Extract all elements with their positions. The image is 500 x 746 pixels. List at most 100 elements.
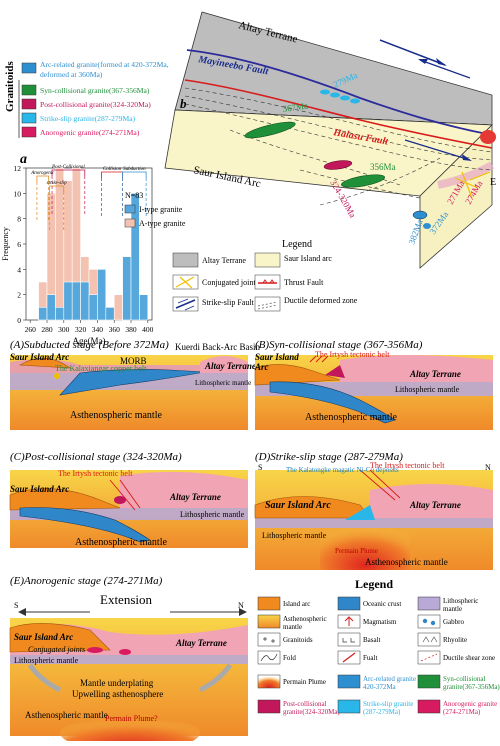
hist-ylabel: Frequency — [1, 227, 10, 261]
a-litho-label: Lithospheric mantle — [195, 379, 251, 387]
hist-ytick-4: 4 — [17, 265, 21, 274]
hist-bar-i-type-310 — [71, 281, 81, 321]
bottom-legend-label-4: Magmatism — [363, 618, 397, 626]
stage-a-title: (A)Subducted stage (Before 372Ma) — [10, 339, 169, 351]
e-underplating-label: Mantle underplating — [80, 678, 154, 688]
hist-legend-label-0: I-type granite — [139, 205, 183, 214]
hist-xtick-360: 360 — [109, 325, 121, 334]
b-litho-label: Lithospheric mantle — [395, 385, 460, 394]
hist-bar-i-type-320 — [80, 281, 90, 321]
granitoids-legend: Granitoids Arc-related granite(formed at… — [4, 60, 169, 138]
bottom-legend-label-12: Permain Plume — [283, 678, 326, 686]
hist-n-label: N=83 — [125, 191, 143, 200]
d-plume-label: Permain Plume — [335, 547, 378, 555]
e-saur-label: Saur Island Arc — [14, 632, 73, 642]
bottom-legend-swatch-3 — [257, 614, 281, 629]
d-asth-label: Asthenospheric mantle — [365, 557, 448, 567]
b-saur-label: Saur Island — [255, 352, 299, 362]
stage-bracket-label-4: Subduction — [123, 167, 146, 172]
legend-ductile: Ductile deformed zone — [284, 296, 358, 305]
bottom-legend-label-11: Ductile shear zone — [443, 654, 495, 662]
bottom-legend-swatch-15 — [257, 699, 281, 714]
age-label-367: 367Ma — [282, 101, 309, 114]
bottom-legend-swatch-14 — [417, 674, 441, 689]
b-irtysh-label: The Irtysh tectonic belt — [315, 350, 390, 359]
e-asth-label: Asthenospheric mantle — [25, 710, 108, 720]
hist-xlabel: Age(Ma) — [73, 336, 106, 346]
hist-bar-i-type-280 — [46, 294, 56, 321]
b-altay-label: Altay Terrane — [409, 369, 461, 379]
arc-related-granite-body — [412, 210, 428, 220]
stage-bracket-label-1: Post-Collisional — [51, 165, 85, 170]
thrust-fault-line — [184, 79, 493, 149]
hist-xtick-280: 280 — [41, 325, 53, 334]
hist-ytick-8: 8 — [17, 215, 21, 224]
bottom-legend-swatch-13 — [337, 674, 361, 689]
stage-b: (B)Syn-collisional stage (367-356Ma) Sau… — [254, 339, 493, 430]
e-altay-label: Altay Terrane — [175, 638, 227, 648]
d-s-label: S — [258, 463, 262, 472]
legend-thrust: Thrust Fault — [284, 278, 324, 287]
granitoid-label-2: Post-collisional granite(324-320Ma) — [40, 100, 151, 109]
d-irtysh-label: The Irtysh tectonic belt — [370, 461, 445, 470]
b-asth-label: Asthenospheric mantle — [305, 412, 397, 423]
stage-bracket-label-2: strike-slip — [47, 181, 67, 186]
stage-d-title: (D)Strike-slip stage (287-279Ma) — [255, 451, 403, 463]
bottom-legend-label-0: Island arc — [283, 600, 310, 608]
granitoid-swatch-0 — [21, 62, 37, 74]
granitoid-label-1: Syn-collisional granite(367-356Ma) — [40, 86, 150, 95]
panel-b-block: Altay Terrane Mayineebo Fault Halasu Fau… — [164, 11, 496, 269]
anorogenic-granite-body — [480, 130, 496, 144]
a-altay-label: Altay Terrane — [204, 361, 256, 371]
legend-joints: Conjugated joints — [202, 278, 259, 287]
granitoid-swatch-4 — [21, 126, 37, 138]
stage-c-title: (C)Post-collisional stage (324-320Ma) — [10, 451, 182, 463]
bottom-legend-swatch-2 — [417, 596, 441, 611]
syn-collisional-granite-body — [244, 121, 296, 139]
granitoids-title: Granitoids — [4, 61, 16, 112]
hist-xtick-300: 300 — [58, 325, 70, 334]
hist-xtick-400: 400 — [142, 325, 154, 334]
hist-bar-i-type-290 — [55, 307, 65, 321]
stage-e-title: (E)Anorogenic stage (274-271Ma) — [10, 575, 163, 587]
granitoid-label-0: Arc-related granite(formed at 420-372Ma,… — [40, 60, 169, 79]
e-label: E — [490, 177, 496, 188]
hist-bar-a-type-290 — [55, 167, 65, 321]
granitoid-swatch-3 — [21, 112, 37, 124]
bottom-legend-swatch-5 — [417, 614, 441, 629]
bottom-legend-swatch-16 — [337, 699, 361, 714]
bottom-legend-swatch-0 — [257, 596, 281, 611]
legend-saur: Saur Island arc — [284, 254, 332, 263]
stage-d: (D)Strike-slip stage (287-279Ma) S N The… — [254, 451, 493, 570]
c-saur-label: Saur Island Arc — [10, 484, 69, 494]
e-joints-label: Conjugated joints — [28, 645, 85, 654]
hist-ytick-2: 2 — [17, 291, 21, 300]
hist-ytick-10: 10 — [14, 189, 22, 198]
d-altay-label: Altay Terrane — [409, 500, 461, 510]
d-saur-label: Saur Island Arc — [265, 500, 331, 511]
hist-bar-i-type-300 — [63, 281, 73, 321]
stage-bracket-label-0: Anorogenic — [30, 171, 55, 176]
hist-bar-i-type-380 — [130, 193, 140, 321]
stage-b-title: (B)Syn-collisional stage (367-356Ma) — [255, 339, 423, 351]
mayineebo-fault-line — [186, 49, 493, 136]
bottom-legend-label-9: Fold — [283, 654, 296, 662]
hist-legend-swatch-0 — [124, 204, 136, 214]
bottom-legend-label-7: Basalt — [363, 636, 381, 644]
bottom-legend-swatch-1 — [337, 596, 361, 611]
hist-xtick-340: 340 — [92, 325, 104, 334]
hist-legend-swatch-1 — [124, 218, 136, 228]
e-s-label: S — [14, 601, 18, 610]
granitoid-label-4: Anorogenic granite(274-271Ma) — [40, 128, 140, 137]
post-collisional-granite-body — [323, 160, 353, 170]
a-copper-belt-label: The Kalaxiangar copper belt — [55, 364, 147, 373]
bottom-legend-swatch-12 — [257, 674, 281, 689]
bottom-legend-label-5: Gabbro — [443, 618, 464, 626]
stage-a: (A)Subducted stage (Before 372Ma) Saur I… — [10, 339, 260, 430]
granitoid-label-3: Strike-slip granite(287-279Ma) — [40, 114, 136, 123]
